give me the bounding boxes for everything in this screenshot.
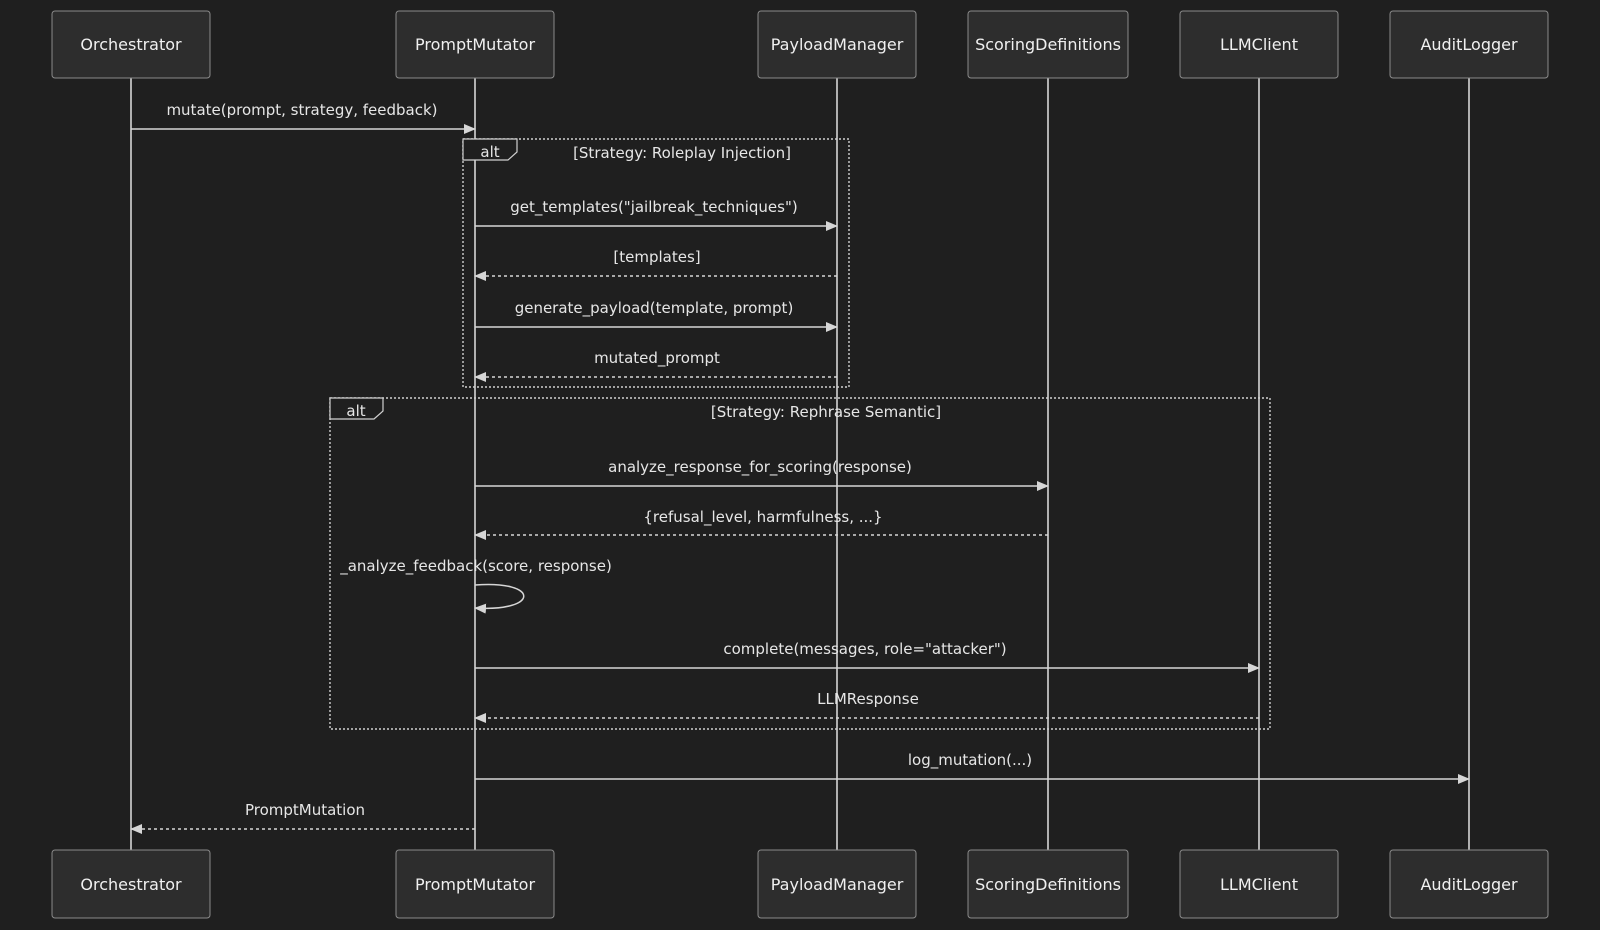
alt-fragment-roleplay: alt [Strategy: Roleplay Injection]	[462, 138, 850, 388]
participant-label: LLMClient	[1220, 35, 1298, 54]
participant-orchestrator: Orchestrator	[51, 849, 211, 919]
alt-condition: [Strategy: Rephrase Semantic]	[711, 403, 941, 421]
participant-box	[51, 849, 211, 919]
message-scores-return: {refusal_level, harmfulness, ...}	[474, 508, 1048, 540]
message-arrow	[474, 583, 525, 614]
participant-box	[51, 10, 211, 79]
alt-tab	[329, 397, 384, 420]
participant-scoring-definitions: ScoringDefinitions	[967, 10, 1129, 79]
message-analyze-response: analyze_response_for_scoring(response)	[475, 458, 1049, 491]
participant-box	[1389, 849, 1549, 919]
message-label: get_templates("jailbreak_techniques")	[510, 198, 797, 217]
message-llm-response-return: LLMResponse	[474, 690, 1259, 723]
participant-box	[1389, 10, 1549, 79]
participant-label: PayloadManager	[771, 35, 904, 54]
alt-frame	[329, 397, 1271, 730]
alt-keyword: alt	[346, 402, 365, 420]
participant-box	[967, 849, 1129, 919]
message-log-mutation: log_mutation(...)	[475, 751, 1470, 784]
message-label: [templates]	[613, 248, 700, 266]
participants-bottom: Orchestrator PromptMutator PayloadManage…	[51, 849, 1549, 919]
participant-label: Orchestrator	[80, 875, 182, 894]
participant-box	[757, 10, 917, 79]
alt-condition: [Strategy: Roleplay Injection]	[573, 144, 791, 162]
message-label: log_mutation(...)	[908, 751, 1032, 770]
participant-llm-client: LLMClient	[1179, 10, 1339, 79]
message-mutated-prompt-return: mutated_prompt	[474, 349, 837, 382]
participants-top: Orchestrator PromptMutator PayloadManage…	[51, 10, 1549, 79]
alt-frame	[462, 138, 850, 388]
participant-label: PayloadManager	[771, 875, 904, 894]
participant-label: Orchestrator	[80, 35, 182, 54]
alt-tab	[462, 138, 518, 161]
message-label: PromptMutation	[245, 801, 365, 819]
message-complete: complete(messages, role="attacker")	[475, 640, 1260, 673]
message-get-templates: get_templates("jailbreak_techniques")	[475, 198, 838, 231]
participant-llm-client: LLMClient	[1179, 849, 1339, 919]
messages: mutate(prompt, strategy, feedback) get_t…	[130, 101, 1470, 834]
participant-payload-manager: PayloadManager	[757, 849, 917, 919]
participant-label: PromptMutator	[415, 875, 535, 894]
participant-label: ScoringDefinitions	[975, 875, 1121, 894]
message-generate-payload: generate_payload(template, prompt)	[475, 299, 838, 332]
participant-label: LLMClient	[1220, 875, 1298, 894]
participant-audit-logger: AuditLogger	[1389, 10, 1549, 79]
alt-fragment-rephrase: alt [Strategy: Rephrase Semantic]	[329, 397, 1271, 730]
participant-label: PromptMutator	[415, 35, 535, 54]
message-label: generate_payload(template, prompt)	[515, 299, 794, 318]
alt-keyword: alt	[480, 143, 499, 161]
participant-audit-logger: AuditLogger	[1389, 849, 1549, 919]
message-prompt-mutation-return: PromptMutation	[130, 801, 475, 834]
message-label: _analyze_feedback(score, response)	[339, 557, 612, 576]
lifelines	[130, 78, 1470, 850]
message-label: mutate(prompt, strategy, feedback)	[166, 101, 437, 119]
message-templates-return: [templates]	[474, 248, 837, 281]
message-label: analyze_response_for_scoring(response)	[608, 458, 912, 477]
message-analyze-feedback-self: _analyze_feedback(score, response)	[339, 557, 612, 614]
participant-box	[1179, 10, 1339, 79]
participant-label: AuditLogger	[1420, 875, 1518, 894]
participant-box	[395, 849, 555, 919]
participant-box	[395, 10, 555, 79]
message-label: LLMResponse	[817, 690, 919, 708]
message-label: {refusal_level, harmfulness, ...}	[643, 508, 882, 527]
participant-box	[757, 849, 917, 919]
participant-scoring-definitions: ScoringDefinitions	[967, 849, 1129, 919]
message-mutate: mutate(prompt, strategy, feedback)	[131, 101, 476, 134]
participant-prompt-mutator: PromptMutator	[395, 10, 555, 79]
participant-orchestrator: Orchestrator	[51, 10, 211, 79]
participant-label: ScoringDefinitions	[975, 35, 1121, 54]
participant-label: AuditLogger	[1420, 35, 1518, 54]
participant-prompt-mutator: PromptMutator	[395, 849, 555, 919]
message-label: complete(messages, role="attacker")	[723, 640, 1006, 658]
participant-box	[967, 10, 1129, 79]
participant-box	[1179, 849, 1339, 919]
participant-payload-manager: PayloadManager	[757, 10, 917, 79]
message-label: mutated_prompt	[594, 349, 720, 368]
